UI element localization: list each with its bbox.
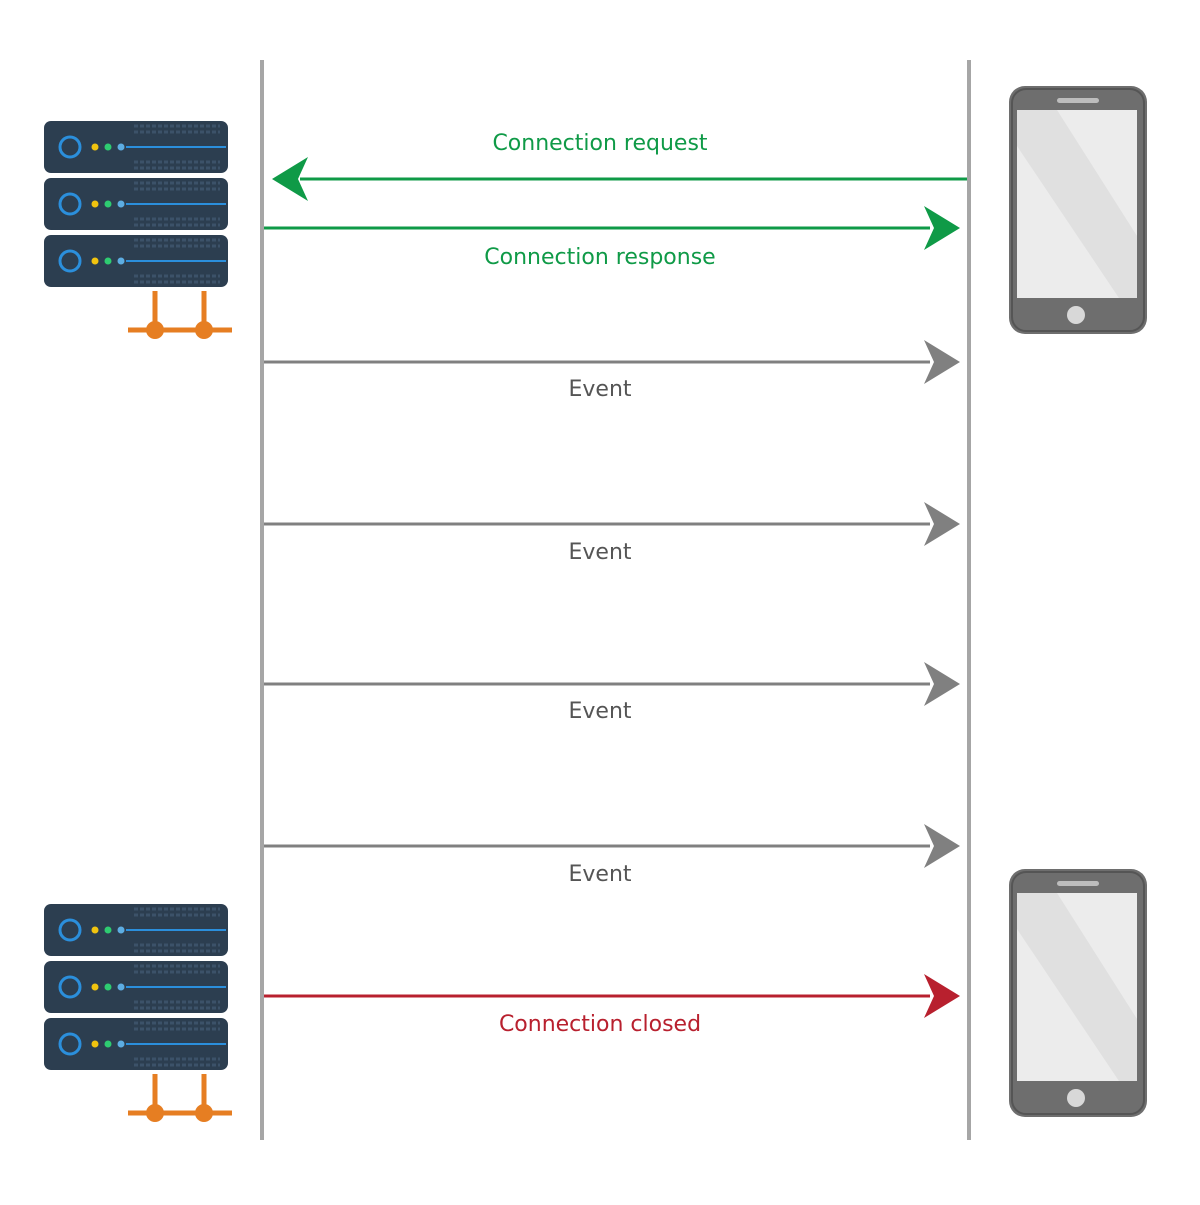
message-event: Event	[264, 662, 960, 724]
message-event: Event	[264, 824, 960, 887]
message-label: Connection response	[484, 245, 715, 270]
phone-icon	[1008, 868, 1148, 1118]
message-event: Event	[264, 502, 960, 565]
message-event: Event	[264, 340, 960, 402]
message-label: Event	[568, 540, 631, 565]
server-icon	[42, 902, 232, 1122]
phone-icon	[1008, 85, 1148, 335]
server-icon	[42, 119, 232, 339]
message-label: Event	[568, 699, 631, 724]
message-label: Event	[568, 377, 631, 402]
message-label: Connection closed	[499, 1012, 701, 1037]
message-label: Connection request	[492, 131, 707, 156]
message-connection-request: Connection request	[272, 131, 967, 201]
message-connection-closed: Connection closed	[264, 974, 960, 1037]
message-label: Event	[568, 862, 631, 887]
message-connection-response: Connection response	[264, 206, 960, 270]
